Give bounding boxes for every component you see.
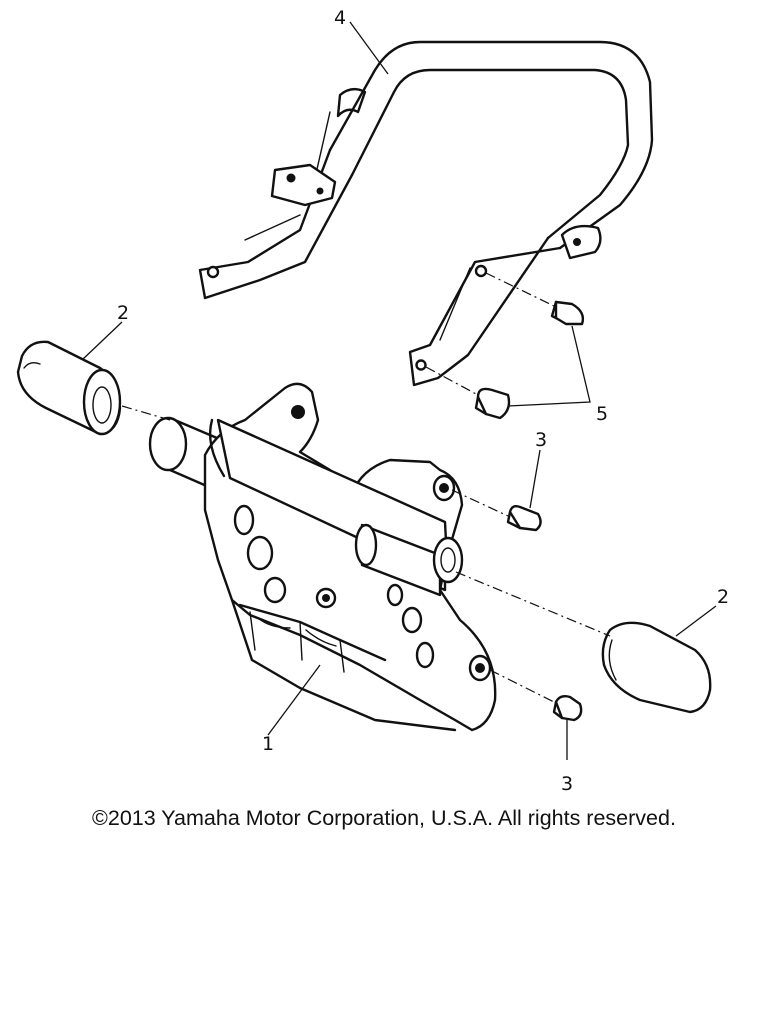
end-cap-right-part[interactable]	[601, 621, 712, 714]
end-cap-left-part[interactable]	[16, 340, 122, 436]
callout-skid-plate: 1	[262, 733, 274, 755]
leader-lines	[81, 21, 717, 760]
callout-grab-bar: 4	[334, 7, 346, 29]
grab-bar-bolts-part[interactable]	[474, 300, 585, 420]
parts-diagram: 4 2 2 3 3 1 5	[16, 7, 729, 795]
callout-end-cap-left: 2	[117, 302, 129, 324]
grab-bar-part[interactable]	[198, 40, 654, 387]
callout-bolts-grab-bar: 5	[596, 403, 608, 425]
bolt-upper-part[interactable]	[506, 504, 542, 532]
bolt-lower-part[interactable]	[552, 694, 583, 722]
callout-end-cap-right: 2	[717, 586, 729, 608]
skid-plate-part[interactable]	[148, 382, 497, 732]
copyright-notice: ©2013 Yamaha Motor Corporation, U.S.A. A…	[92, 806, 676, 830]
assembly-center-lines	[121, 272, 611, 704]
callout-bolt-upper: 3	[535, 429, 547, 451]
callout-bolt-lower: 3	[561, 773, 573, 795]
